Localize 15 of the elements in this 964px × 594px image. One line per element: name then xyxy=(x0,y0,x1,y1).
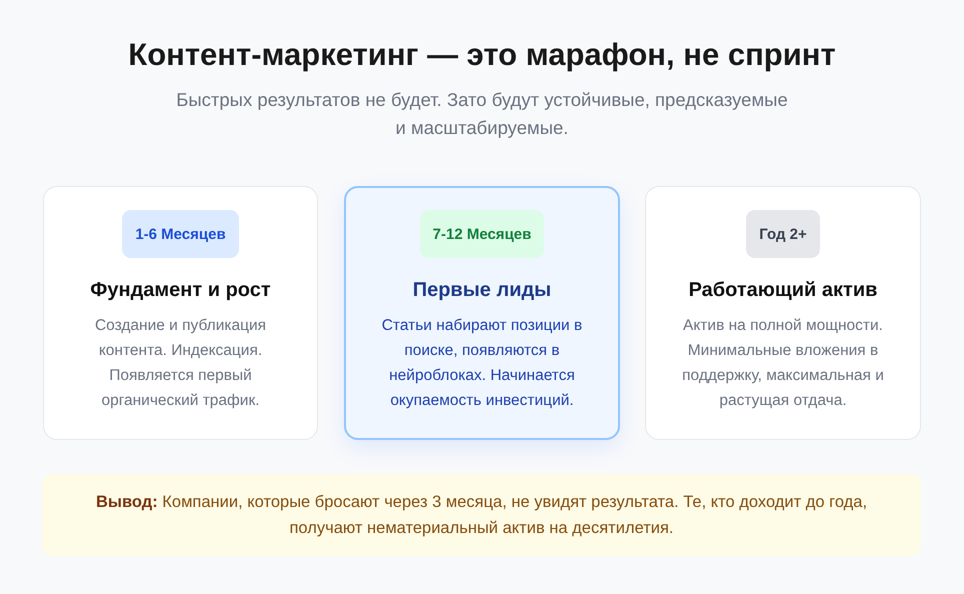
card-title: Фундамент и рост xyxy=(90,278,271,302)
stage-card xyxy=(344,186,620,440)
card-description: Создание и публикация контента. Индексация. Появляется первый органический трафик. xyxy=(94,316,268,411)
conclusion-text: Вывод: Компании, которые бросают через 3 месяца, не увидят результата. Те, кто доходит до года, получают нематериальный актив на десятилетия. xyxy=(94,492,868,539)
period-badge: Год 2+ xyxy=(746,210,820,258)
stage-card xyxy=(645,186,921,440)
page-title: Контент-маркетинг — это марафон, не спринт xyxy=(127,36,837,74)
period-badge: 7-12 Месяцев xyxy=(420,210,544,258)
subtitle: Быстрых результатов не будет. Зато будут устойчивые, предсказуемые и масштабируемые. xyxy=(175,88,789,140)
card-description: Актив на полной мощности. Минимальные вложения в поддержку, максимальная и растущая отдача. xyxy=(681,316,885,411)
period-badge: 1-6 Месяцев xyxy=(122,210,239,258)
card-title: Первые лиды xyxy=(412,278,552,302)
stage-card xyxy=(43,186,318,440)
card-title: Работающий актив xyxy=(688,278,878,302)
card-description: Статьи набирают позиции в поиске, появляются в нейроблоках. Начинается окупаемость инвестиций. xyxy=(380,316,584,411)
